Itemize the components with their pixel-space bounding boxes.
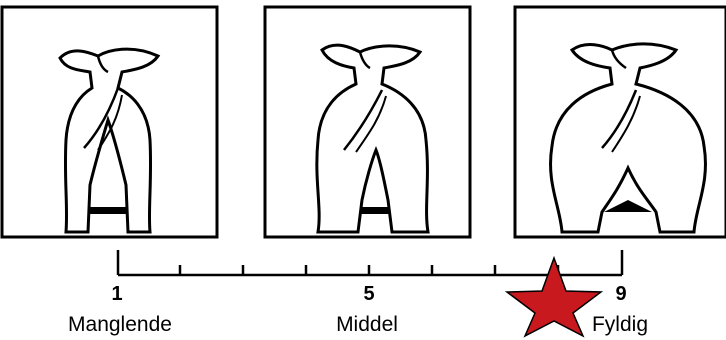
panel-medium [263,5,472,239]
scale-number-1: 1 [111,283,122,305]
cow-rear-full-icon [549,42,707,234]
scale-label-middel: Middel [336,313,398,336]
scale-axis [116,250,624,277]
scale-label-fyldig: Fyldig [592,313,648,336]
panel-full [513,5,726,239]
scale-number-5: 5 [363,283,374,305]
cow-rear-medium-icon [315,43,430,234]
cow-rear-thin-icon [58,47,161,234]
star-icon [504,255,604,338]
scale-number-9: 9 [615,283,626,305]
scale-label-manglende: Manglende [68,313,172,336]
panel-thin [0,5,219,239]
